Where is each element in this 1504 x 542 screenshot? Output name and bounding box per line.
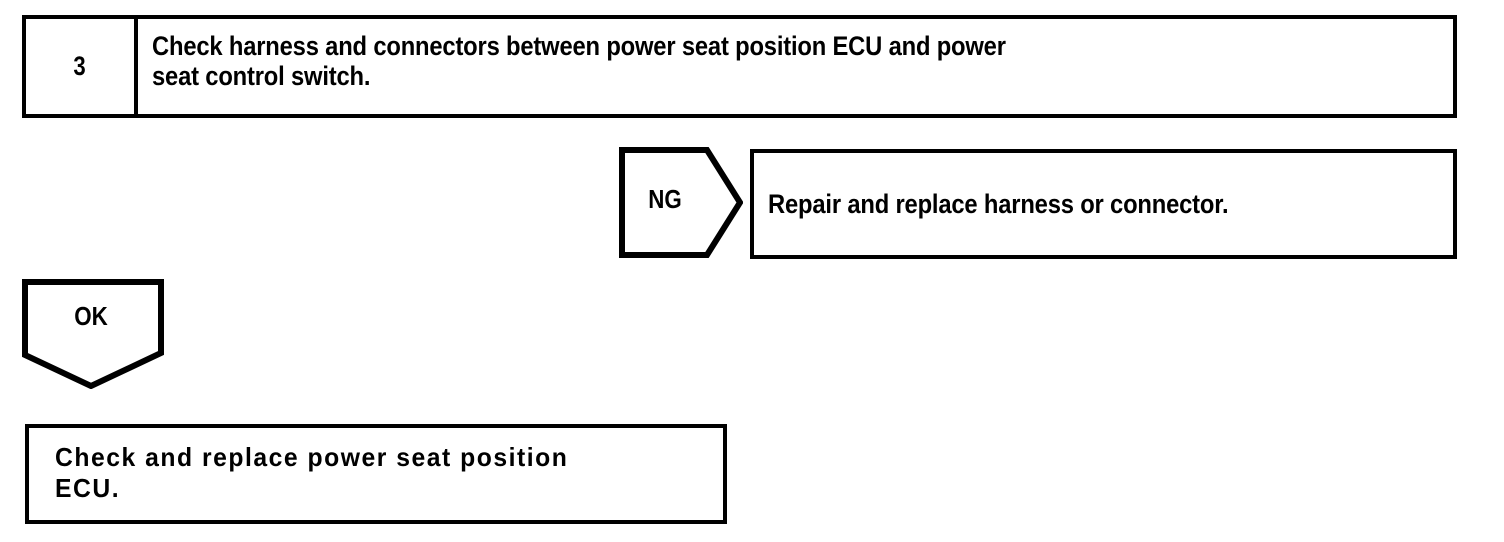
ng-result-box: Repair and replace harness or connector. xyxy=(750,149,1457,259)
step-number-cell: 3 xyxy=(26,19,138,114)
step-instruction-box: 3 Check harness and connectors between p… xyxy=(22,15,1457,118)
ok-result-box: Check and replace power seat position EC… xyxy=(25,424,727,524)
step-text-cell: Check harness and connectors between pow… xyxy=(138,19,1453,114)
ok-branch-label: OK xyxy=(74,301,108,331)
pentagon-right-icon xyxy=(619,147,743,258)
pentagon-down-icon xyxy=(22,279,164,389)
ng-result-text: Repair and replace harness or connector. xyxy=(768,188,1229,219)
ok-result-text: Check and replace power seat position EC… xyxy=(55,442,569,503)
step-number: 3 xyxy=(73,51,87,81)
ng-branch-label: NG xyxy=(648,184,682,214)
ng-branch-marker xyxy=(619,147,743,258)
step-instruction-text: Check harness and connectors between pow… xyxy=(152,31,1006,92)
ok-branch-marker xyxy=(22,279,164,389)
